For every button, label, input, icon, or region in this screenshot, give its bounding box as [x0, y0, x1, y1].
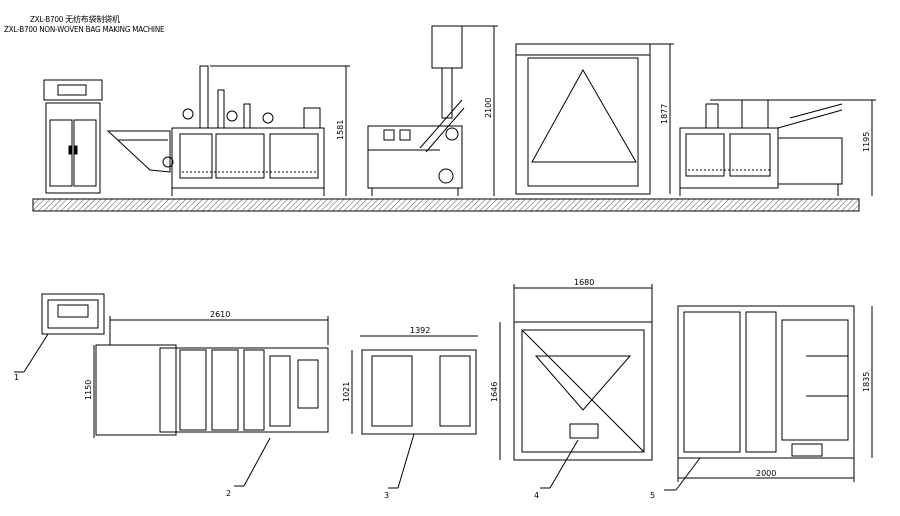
- callout-5: 5: [650, 491, 655, 500]
- control-cabinet-plan: [14, 293, 105, 373]
- folding-unit-plan: [361, 349, 477, 489]
- label-1392: 1392: [410, 326, 430, 335]
- callout-4: 4: [534, 491, 539, 500]
- label-1680: 1680: [574, 278, 594, 287]
- callout-2: 2: [226, 489, 231, 498]
- folding-unit-front: [367, 25, 465, 196]
- label-1646: 1646: [490, 382, 499, 402]
- dim-height-1581: [210, 65, 350, 196]
- label-height-1195: 1195: [862, 132, 871, 152]
- dim-height-1195: [710, 99, 876, 196]
- label-1021: 1021: [342, 382, 351, 402]
- callout-3: 3: [384, 491, 389, 500]
- control-cabinet-front: [43, 79, 103, 194]
- frame-unit-plan: [513, 321, 653, 489]
- label-2000: 2000: [756, 469, 776, 478]
- label-1835: 1835: [862, 372, 871, 392]
- drawing-title-cn: ZXL-B700 无纺布袋制袋机: [30, 15, 120, 24]
- label-height-1877: 1877: [660, 104, 669, 124]
- main-machine-plan: [95, 344, 329, 487]
- floor-line: [32, 198, 860, 212]
- dim-2610: [109, 316, 329, 345]
- label-1150: 1150: [84, 380, 93, 400]
- callout-1: 1: [14, 373, 19, 382]
- main-machine-front: [106, 65, 325, 196]
- frame-unit-front: [515, 43, 651, 195]
- drawing-title-en: ZXL-B700 NON-WOVEN BAG MAKING MACHINE: [4, 25, 165, 34]
- dim-2000: [677, 458, 855, 482]
- dim-height-1877: [650, 43, 674, 194]
- label-2610: 2610: [210, 310, 230, 319]
- dim-1680: [513, 284, 653, 322]
- output-machine-plan: [664, 305, 855, 491]
- output-machine-front: [679, 99, 843, 196]
- dim-height-2100: [462, 25, 498, 196]
- label-height-2100: 2100: [484, 98, 493, 118]
- label-height-1581: 1581: [336, 120, 345, 140]
